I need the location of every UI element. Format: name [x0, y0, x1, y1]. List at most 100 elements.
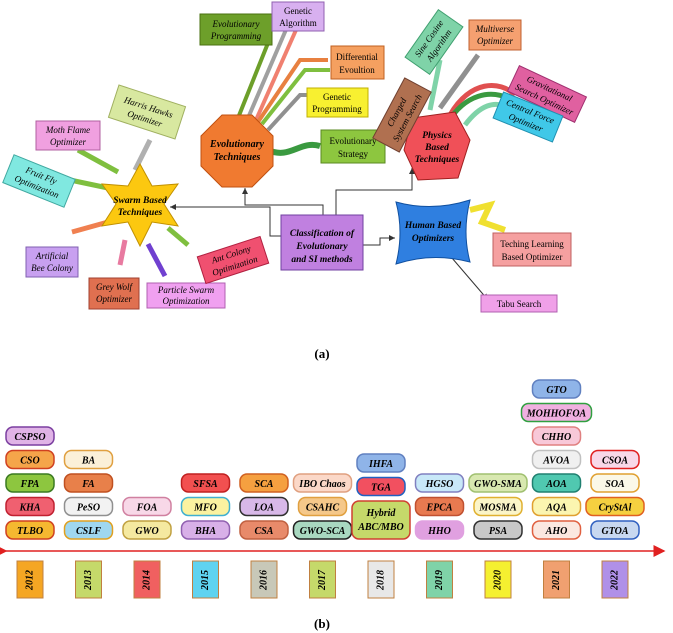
evolutionary-label-1: Evolutionary: [209, 139, 264, 150]
connectors: [170, 168, 489, 301]
node-evolutionary-programming: Evolutionary Programming: [199, 13, 273, 46]
method-pill: [63, 449, 114, 470]
method-label: CryStAl: [599, 503, 632, 514]
method-label: MFO: [193, 503, 217, 514]
method-pill: [468, 473, 528, 493]
mfo-line2: Optimizer: [50, 137, 86, 147]
node-genetic-algorithm: Genetic Algorithm: [271, 1, 325, 32]
year-label: 2022: [609, 570, 620, 591]
method-label: CSO: [20, 456, 39, 467]
method-pill: [5, 449, 55, 470]
gp-line2: Programming: [312, 104, 362, 114]
method-pill: [414, 473, 465, 493]
branch-to-aco: [166, 226, 190, 247]
de-line1: Differential: [336, 52, 378, 62]
branch-to-de-2: [260, 68, 330, 126]
method-label: CSOA: [602, 456, 628, 467]
method-label: SFSA: [193, 479, 218, 490]
method-label: CSAHC: [306, 503, 340, 514]
method-pill: [297, 496, 348, 517]
part-b-timeline: 2012TLBOKHAFPACSOCSPSO2013CSLFPeSOFABA20…: [0, 379, 666, 631]
branch-to-gwo: [117, 239, 128, 266]
year-box: [133, 560, 161, 599]
center-label-2: Evolutionary: [295, 242, 348, 252]
method-label-line2: ABC/MBO: [357, 522, 404, 533]
method-pill: [590, 473, 640, 493]
method-label: AHO: [545, 526, 568, 537]
year-box: [75, 560, 102, 599]
branch-to-sca: [427, 59, 443, 111]
node-differential-evolution: Differential Evoultion: [330, 45, 385, 80]
method-pill: [356, 476, 406, 497]
method-label: MOHHOFOA: [526, 409, 587, 420]
method-label: GTOA: [601, 526, 628, 537]
branch-to-es: [266, 141, 321, 156]
method-label: EPCA: [425, 503, 452, 514]
node-fruit-fly: Fruit Fly Optimization: [2, 154, 76, 208]
method-pill: [414, 520, 465, 540]
ga-line1: Genetic: [284, 6, 312, 16]
ep-line2: Programming: [210, 31, 262, 41]
method-pill: [63, 473, 114, 493]
method-pill: [5, 520, 55, 540]
year-box: [16, 560, 44, 599]
method-label: SOA: [605, 479, 625, 490]
method-pill: [531, 379, 582, 399]
method-label: TGA: [371, 483, 391, 494]
method-label: CHHO: [542, 432, 571, 443]
method-pill: [590, 449, 640, 470]
method-pill: [63, 496, 114, 517]
method-pill: [5, 473, 55, 493]
method-pill: [473, 520, 523, 540]
branch-to-abc: [71, 219, 109, 235]
method-pill: [590, 520, 640, 540]
method-pill: [63, 520, 114, 540]
ga-line2: Algorithm: [279, 18, 317, 28]
method-pill: [473, 496, 523, 517]
evolutionary-branches: [236, 24, 330, 156]
human-label-1: Human Based: [404, 221, 461, 231]
method-label: CSPSO: [14, 432, 45, 443]
method-label: AOA: [545, 479, 567, 490]
de-line2: Evoultion: [339, 65, 375, 75]
method-pill: [180, 520, 231, 540]
method-pill: [239, 496, 289, 517]
connector-to-evolutionary: [242, 188, 324, 215]
method-label: MOSMA: [478, 503, 517, 514]
method-pill: [531, 496, 582, 517]
tlbo-line1: Teching Learning: [500, 239, 564, 249]
connector-to-human: [362, 235, 395, 246]
physics-label-1: Physics: [422, 131, 452, 141]
year-box: [601, 560, 629, 599]
node-artificial-bee-colony: Artificial Bee Colony: [25, 246, 79, 278]
node-moth-flame: Moth Flame Optimizer: [35, 120, 101, 151]
year-column-2022: 2022 GTOA CryStAl SOA CSOA: [585, 449, 645, 599]
method-pill: [122, 520, 172, 540]
method-label: BA: [81, 456, 96, 467]
year-box: [367, 560, 395, 599]
method-pill: [180, 473, 231, 493]
method-label: GWO-SMA: [474, 479, 522, 490]
method-label: AVOA: [542, 456, 570, 467]
method-pill: [239, 473, 289, 493]
year-box: [309, 560, 336, 599]
year-box: [426, 560, 453, 599]
year-box: [484, 560, 512, 599]
method-label: FPA: [20, 479, 40, 490]
evolutionary-octagon: [200, 114, 274, 188]
physics-label-3: Techniques: [415, 155, 460, 165]
human-label-2: Optimizers: [412, 234, 455, 244]
method-label: GTO: [546, 385, 566, 396]
branch-to-de: [256, 58, 328, 124]
method-label: HGSO: [425, 479, 454, 490]
method-pill: [531, 520, 582, 540]
method-label: PeSO: [77, 503, 100, 514]
tlbo-line2: Based Optimizer: [502, 252, 563, 262]
method-label: HHO: [427, 526, 451, 537]
